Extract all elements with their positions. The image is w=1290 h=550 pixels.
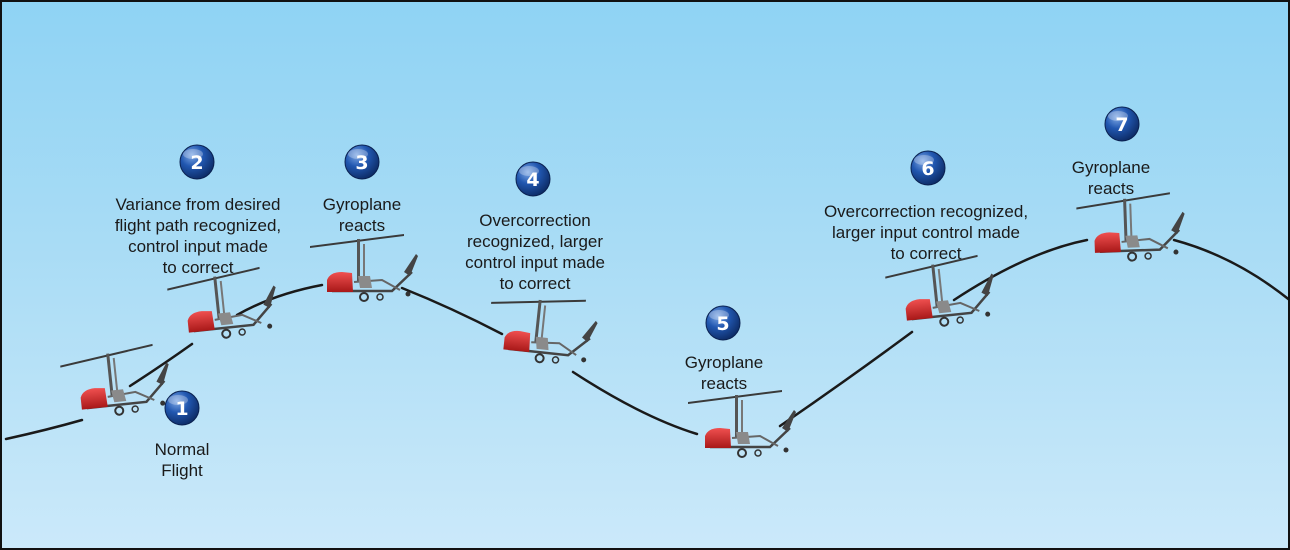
step-2-label: Variance from desired flight path recogn… [114,195,282,277]
flight-path [4,238,1288,441]
step-badge-icon: 4 [515,161,551,197]
gyroplane-icon [1074,190,1188,264]
step-4-label: Overcorrection recognized, larger contro… [465,211,605,293]
step-badges: 1 2 3 4 5 6 7 [164,106,1140,426]
flight-path-segment [128,342,194,388]
step-3-label: Gyroplane reacts [322,195,402,235]
step-badge-icon: 7 [1104,106,1140,142]
gyroplane-icon [686,388,798,459]
flight-path-segment [1172,238,1288,301]
flight-path-segment [571,370,699,436]
step-badge-icon: 5 [705,305,741,341]
flight-path-segment [952,238,1089,302]
step-number: 1 [175,398,188,420]
step-badge-icon: 6 [910,150,946,186]
flight-path-segment [235,283,324,317]
step-badge-icon: 2 [179,144,215,180]
step-number: 2 [190,152,203,174]
step-7-label: Gyroplane reacts [1071,158,1151,198]
step-number: 5 [716,313,729,335]
step-number: 3 [355,152,368,174]
step-number: 7 [1115,114,1128,136]
gyroplane-icon [882,252,1000,333]
step-number: 6 [921,158,934,180]
flight-path-segment [400,286,504,336]
step-1-label: Normal Flight [154,440,210,480]
step-6-label: Overcorrection recognized, larger input … [823,202,1029,263]
step-badge-icon: 3 [344,144,380,180]
flight-path-segment [4,418,84,441]
flight-path-segment [778,330,914,428]
gyroplane-icon [57,341,175,422]
gyroplane-icon [484,288,602,370]
gyroplane-icon [308,232,420,303]
step-5-label: Gyroplane reacts [684,353,764,393]
step-badge-icon: 1 [164,390,200,426]
step-number: 4 [526,169,539,191]
